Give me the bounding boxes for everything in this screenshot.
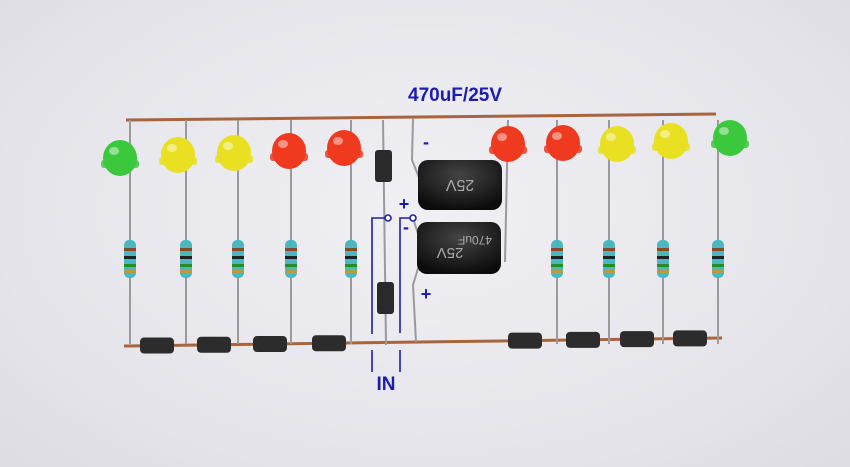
diode-center-top xyxy=(375,150,392,182)
led xyxy=(159,137,197,173)
capacitor-bottom: 25V 470uF xyxy=(417,222,501,274)
diodes xyxy=(140,330,707,354)
led xyxy=(270,133,308,169)
capacitor-top: 25V xyxy=(418,160,502,210)
capacitor-top-marking: 25V xyxy=(445,176,474,193)
led xyxy=(544,125,582,161)
diode xyxy=(253,336,287,353)
leds xyxy=(101,120,749,176)
resistor xyxy=(345,240,357,278)
top-bus-wire xyxy=(125,112,717,122)
resistor xyxy=(551,240,563,278)
led xyxy=(598,126,636,162)
capacitor-label: 470uF/25V xyxy=(408,85,502,106)
resistors xyxy=(124,240,724,278)
diode xyxy=(312,335,346,352)
led xyxy=(101,140,139,176)
resistor xyxy=(285,240,297,278)
resistor xyxy=(232,240,244,278)
cap-bottom-minus: - xyxy=(403,217,409,237)
capacitor-bottom-value: 470uF xyxy=(458,233,492,247)
diode-center-bottom xyxy=(377,282,394,314)
input-label: IN xyxy=(377,374,396,395)
diode xyxy=(620,331,654,348)
resistor xyxy=(180,240,192,278)
cap-top-minus: - xyxy=(423,132,429,152)
resistor xyxy=(124,240,136,278)
cap-top-plus: + xyxy=(399,194,410,214)
resistor xyxy=(603,240,615,278)
led xyxy=(652,123,690,159)
led xyxy=(325,130,363,166)
led xyxy=(711,120,749,156)
diode xyxy=(566,331,600,348)
input-annotation-lines xyxy=(371,214,417,372)
diode xyxy=(673,330,707,347)
capacitor-bottom-voltage: 25V xyxy=(437,244,464,261)
diode xyxy=(508,332,542,349)
resistor xyxy=(712,240,724,278)
diode xyxy=(140,337,174,354)
diode xyxy=(197,336,231,353)
led xyxy=(215,135,253,171)
resistor xyxy=(657,240,669,278)
led xyxy=(489,126,527,162)
cap-bottom-plus: + xyxy=(421,284,432,304)
